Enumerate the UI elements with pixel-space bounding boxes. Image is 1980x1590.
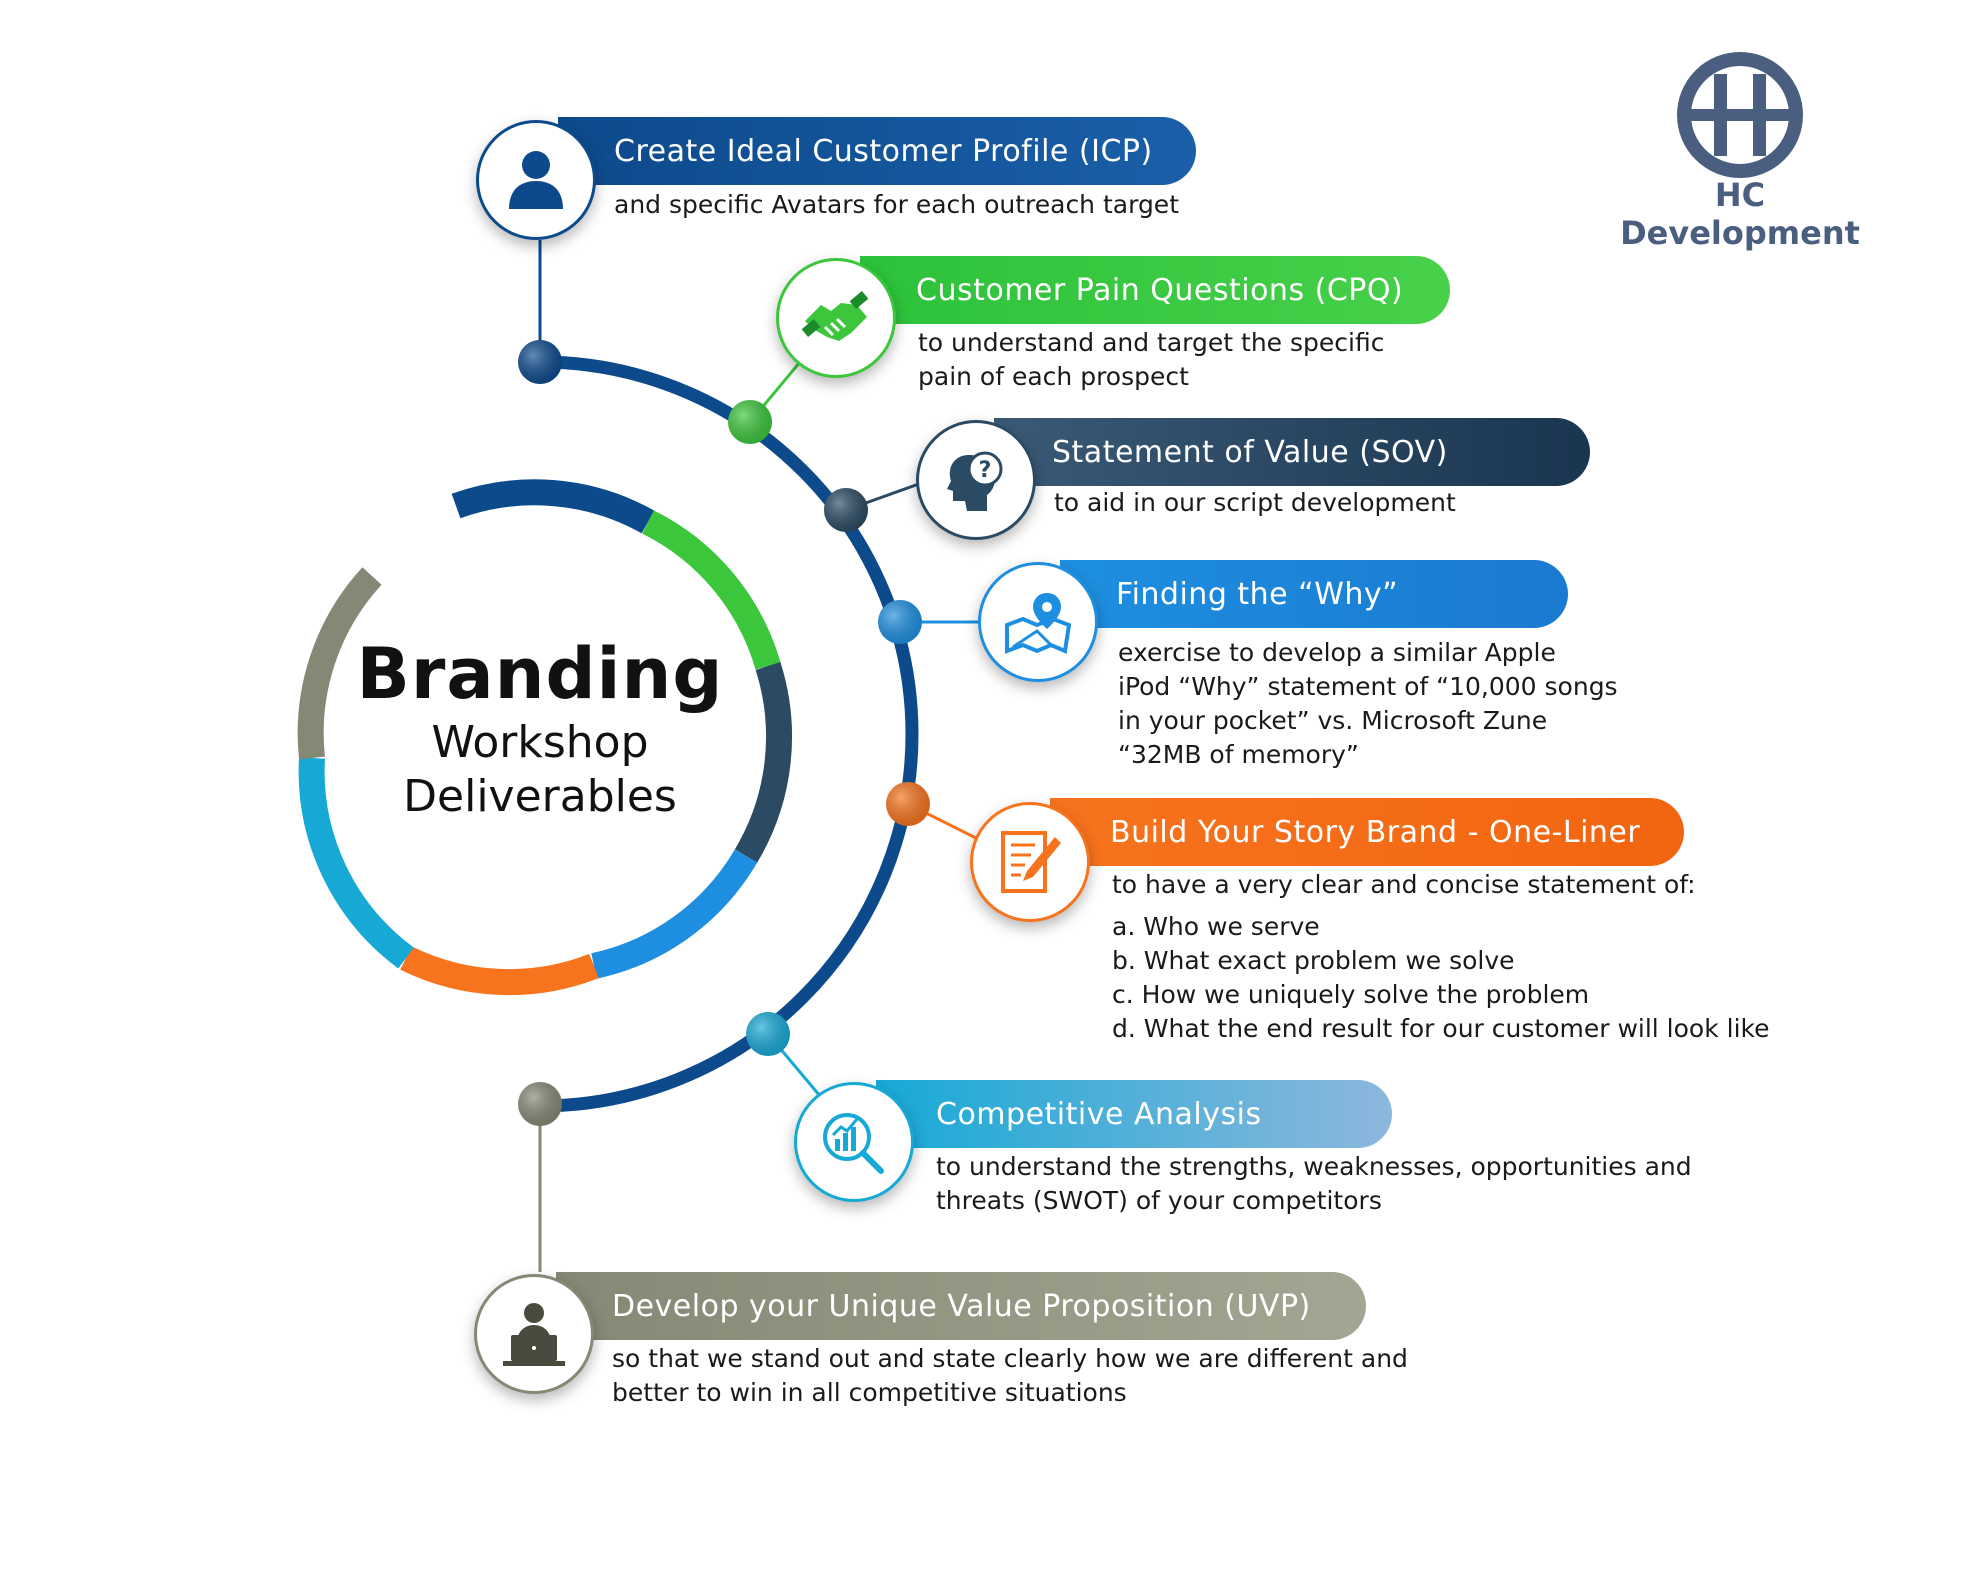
inner-ring (297, 479, 793, 996)
heading-icp: Create Ideal Customer Profile (ICP) (614, 133, 1153, 169)
desc-sov: to aid in our script development (1054, 488, 1456, 517)
brand-name: HC Development (1620, 176, 1860, 252)
badge-cpq (776, 258, 896, 378)
heading-sov: Statement of Value (SOV) (1052, 434, 1448, 470)
badge-sov: ? (916, 420, 1036, 540)
desc-icp: and specific Avatars for each outreach t… (614, 190, 1179, 219)
pill-sov: Statement of Value (SOV) (994, 418, 1590, 486)
map-pin-icon (1005, 593, 1072, 654)
heading-uvp: Develop your Unique Value Proposition (U… (612, 1288, 1311, 1324)
nodes (518, 340, 930, 1126)
inner-ring-cyan-segment (298, 757, 414, 969)
inner-ring-green-segment (642, 510, 781, 670)
inner-ring-slate-segment (734, 662, 793, 863)
heading-cpq: Customer Pain Questions (CPQ) (916, 272, 1404, 308)
inner-ring-gray-segment (297, 567, 382, 760)
inner-ring-orange-segment (400, 946, 599, 996)
desc-uvp: so that we stand out and state clearly h… (612, 1344, 1408, 1407)
badge-why (978, 562, 1098, 682)
pill-icp: Create Ideal Customer Profile (ICP) (558, 117, 1196, 185)
person-laptop-icon (503, 1303, 565, 1366)
badge-uvp (474, 1274, 594, 1394)
outer-arc (539, 355, 919, 1113)
badge-story (970, 802, 1090, 922)
desc-story: to have a very clear and concise stateme… (1112, 868, 1770, 1046)
pill-story: Build Your Story Brand - One-Liner (1050, 798, 1684, 866)
heading-story: Build Your Story Brand - One-Liner (1110, 814, 1641, 850)
list-item: a. Who we serve (1112, 912, 1320, 941)
desc-comp: to understand the strengths, weaknesses,… (936, 1152, 1692, 1215)
pill-comp: Competitive Analysis (876, 1080, 1392, 1148)
person-icon (509, 151, 563, 209)
list-item: d. What the end result for our customer … (1112, 1014, 1770, 1043)
center-title: Branding Workshop Deliverables (330, 632, 750, 824)
list-item: c. How we uniquely solve the problem (1112, 980, 1590, 1009)
list-item: b. What exact problem we solve (1112, 946, 1515, 975)
head-question-icon: ? (947, 451, 1003, 511)
badge-icp (476, 120, 596, 240)
svg-text:?: ? (979, 458, 992, 483)
desc-cpq: to understand and target the specific pa… (918, 328, 1385, 391)
title-line3: Deliverables (403, 771, 677, 822)
pill-cpq: Customer Pain Questions (CPQ) (860, 256, 1450, 324)
hc-logo-icon (1677, 52, 1803, 178)
title-line2: Workshop (431, 717, 649, 768)
handshake-icon (801, 291, 869, 341)
inner-ring-blue-segment (591, 849, 758, 979)
chart-magnifier-icon (823, 1113, 884, 1174)
desc-why: exercise to develop a similar Apple iPod… (1118, 638, 1618, 769)
pill-uvp: Develop your Unique Value Proposition (U… (556, 1272, 1366, 1340)
story-list: a. Who we serve b. What exact problem we… (1112, 910, 1770, 1046)
heading-why: Finding the “Why” (1116, 576, 1399, 612)
badge-comp (794, 1082, 914, 1202)
title-line1: Branding (356, 633, 724, 715)
inner-ring-navy-segment (451, 479, 655, 534)
heading-comp: Competitive Analysis (936, 1096, 1262, 1132)
document-pencil-icon (1001, 831, 1061, 893)
pill-why: Finding the “Why” (1060, 560, 1568, 628)
